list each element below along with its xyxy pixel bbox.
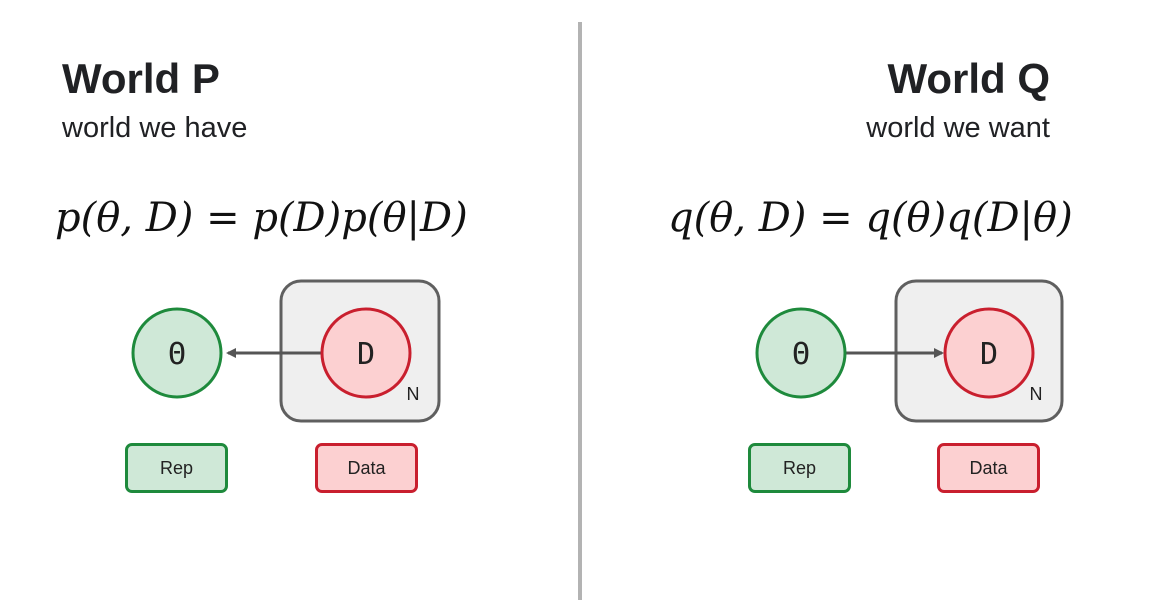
right-rep-legend: Rep: [748, 443, 851, 493]
world-p-title: World P: [62, 55, 220, 102]
right-theta-label: Θ: [792, 337, 810, 372]
world-q-equation: q(θ, D) = q(θ)q(D|θ): [668, 195, 1073, 241]
left-theta-label: Θ: [168, 337, 186, 372]
right-theta-node: [755, 307, 847, 399]
left-plate-label: N: [407, 384, 420, 404]
left-theta-node: [131, 307, 223, 399]
divider: [578, 22, 582, 600]
left-data-node: [320, 307, 412, 399]
world-p-equation: p(θ, D) = p(D)p(θ|D): [55, 195, 468, 241]
left-data-label: D: [357, 337, 375, 372]
right-data-legend: Data: [937, 443, 1040, 493]
right-plate-label: N: [1030, 384, 1043, 404]
left-rep-legend: Rep: [125, 443, 228, 493]
world-p-subtitle: world we have: [62, 112, 248, 144]
world-q-subtitle: world we want: [866, 112, 1050, 144]
right-data-label: D: [980, 337, 998, 372]
world-q-title: World Q: [887, 55, 1050, 102]
left-data-legend: Data: [315, 443, 418, 493]
right-data-node: [943, 307, 1035, 399]
